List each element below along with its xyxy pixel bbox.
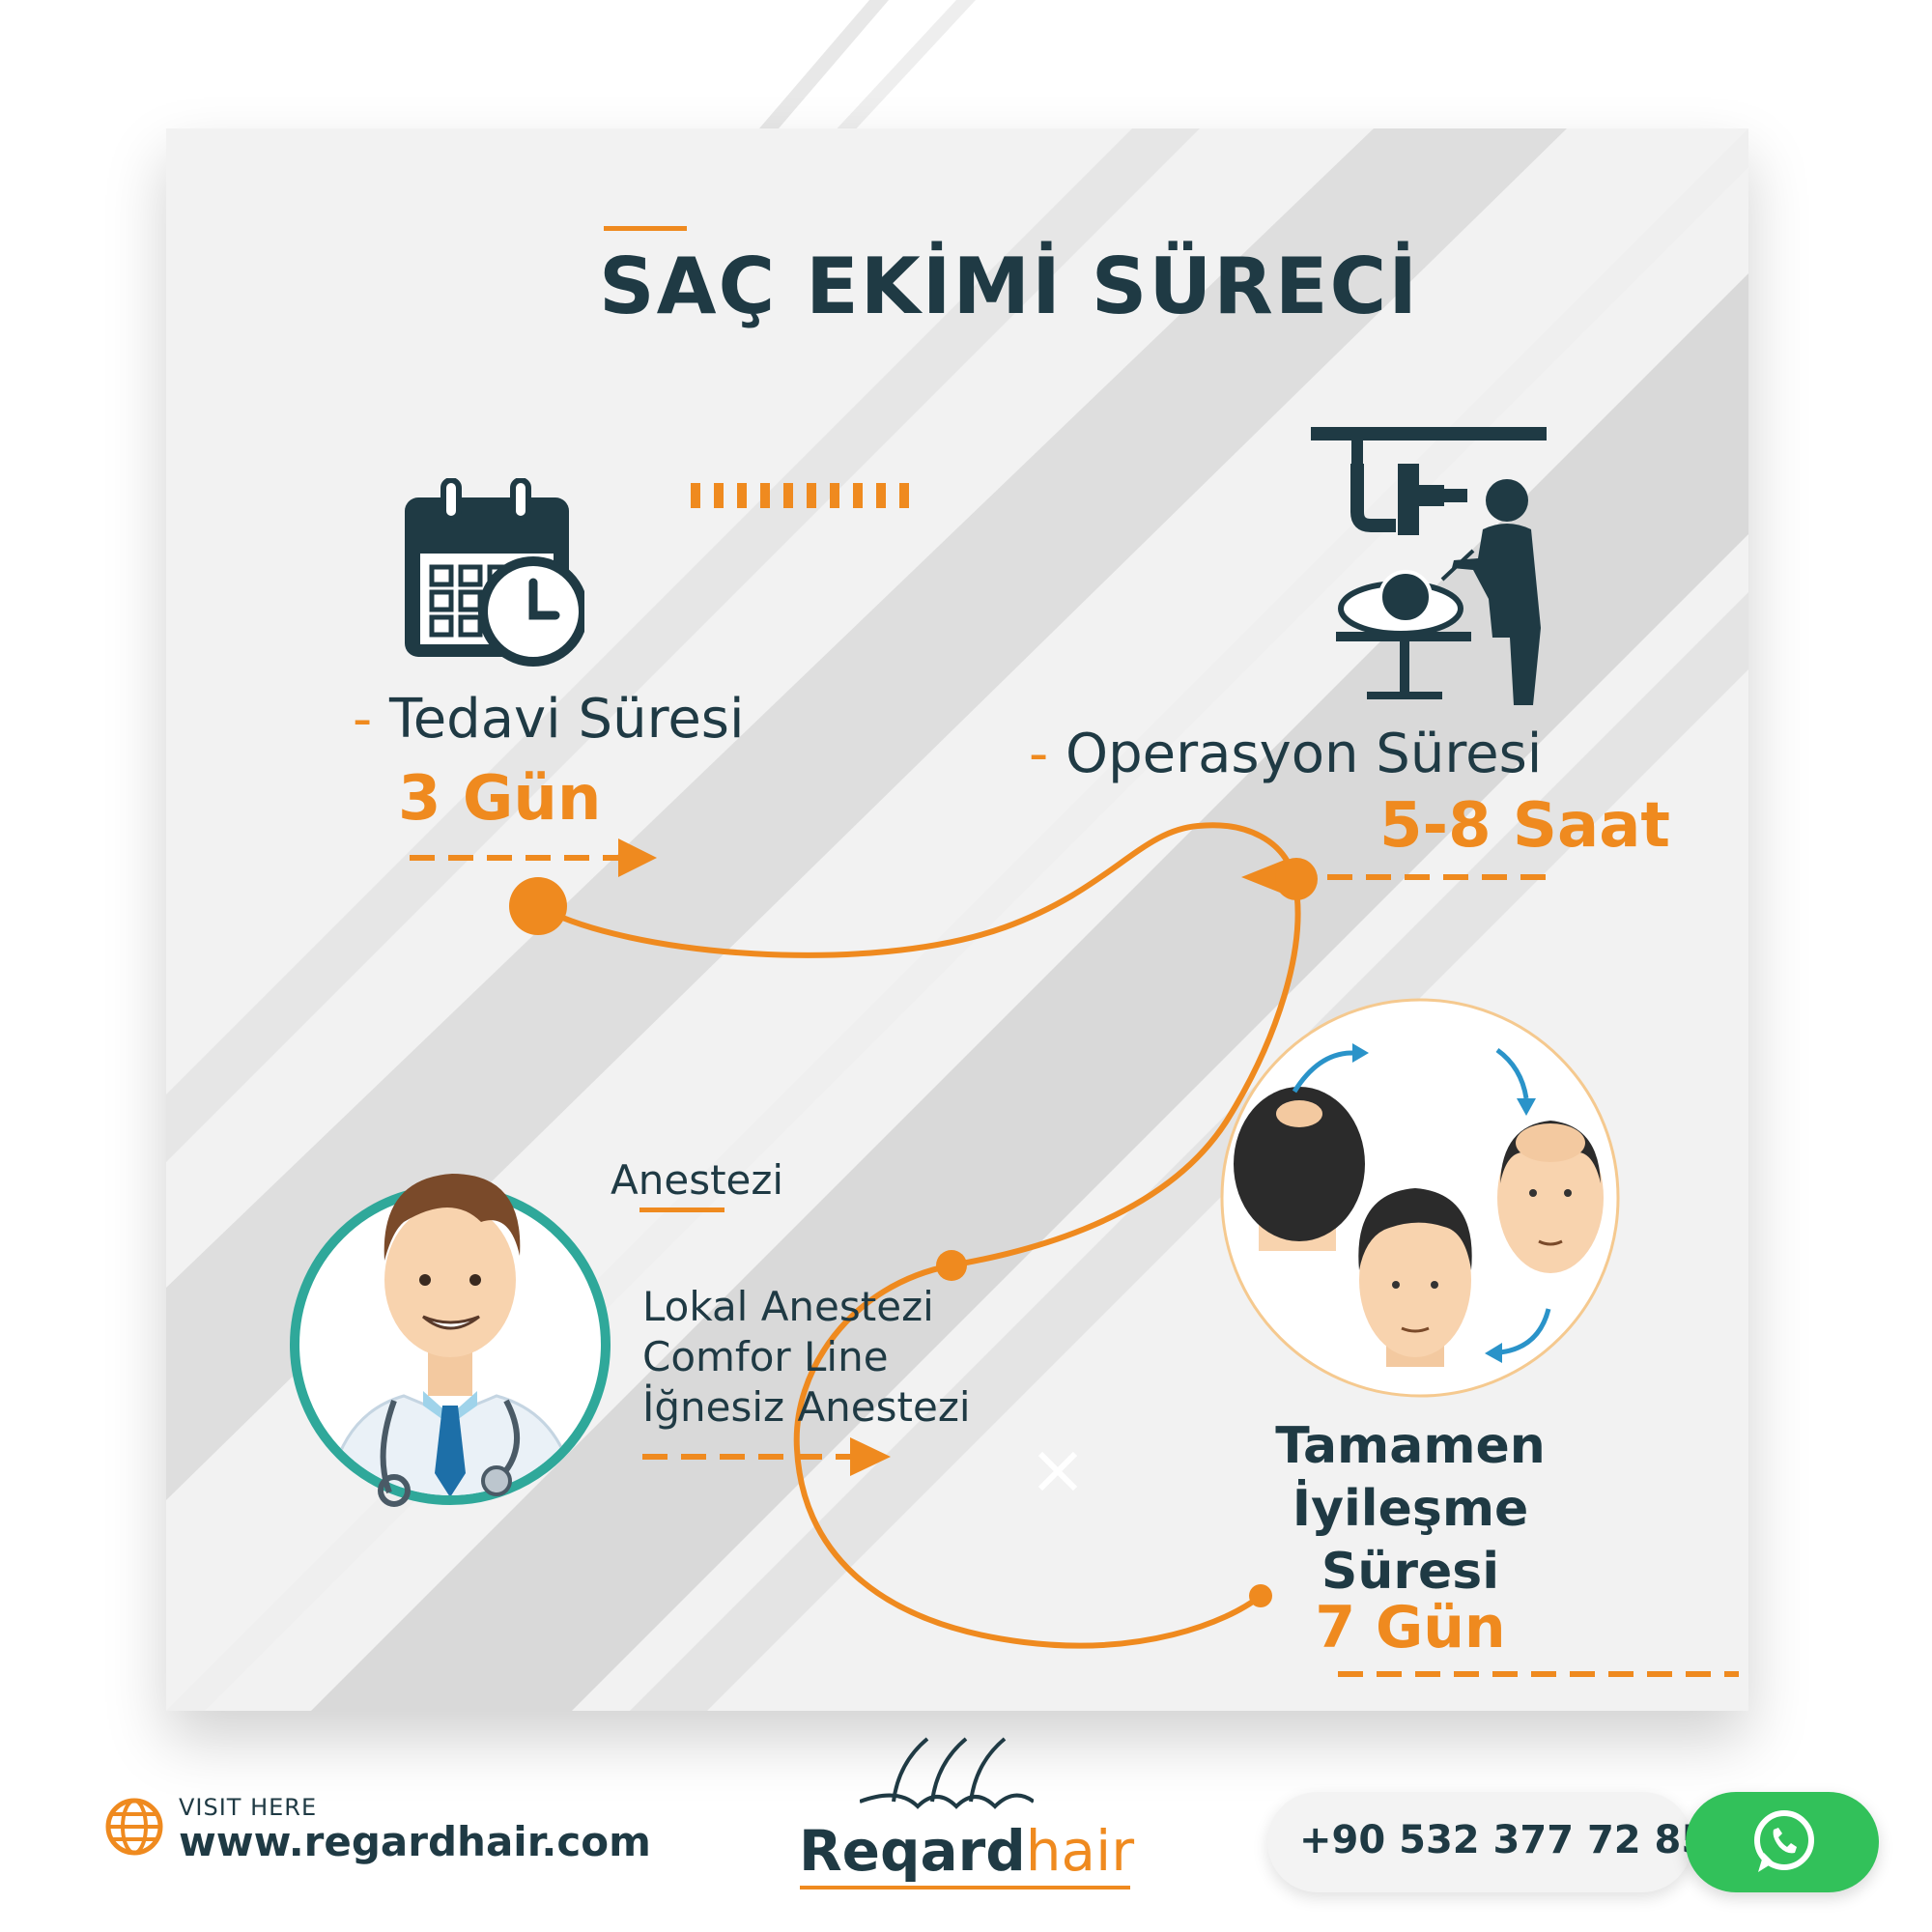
healing-label-line: İyileşme [1292,1480,1529,1538]
surgery-icon [1311,427,1547,705]
anesthesia-option: Lokal Anestezi [642,1283,934,1330]
anesthesia-option: Comfor Line [642,1333,889,1380]
brand-underline [800,1886,1130,1889]
whatsapp-button[interactable] [1686,1792,1879,1892]
title-accent-bar [604,226,687,231]
hair-follicle-logo [860,1737,1034,1809]
treatment-label: - Tedavi Süresi [353,688,745,751]
healing-value: 7 Gün [1315,1594,1506,1662]
website-link[interactable]: www.regardhair.com [179,1818,651,1865]
phone-pill[interactable] [1267,1792,1692,1892]
healing-label-line: Süresi [1321,1543,1500,1601]
operation-value: 5-8 Saat [1379,790,1670,862]
hair-transplant-illustration [1220,998,1620,1398]
anesthesia-label: Anestezi [611,1156,784,1204]
anesthesia-option: İğnesiz Anestezi [642,1383,971,1431]
calendar-clock-icon [405,478,584,667]
whatsapp-icon[interactable] [1747,1804,1822,1880]
anesthesia-underline [639,1208,724,1212]
brand-logo: Reqardhair [799,1818,1135,1884]
operation-label: - Operasyon Süresi [1029,723,1543,785]
phone-number[interactable]: +90 532 377 72 85 [1299,1818,1709,1862]
dotted-accent [691,483,909,508]
page-title: SAÇ EKİMİ SÜRECİ [599,242,1420,331]
treatment-value: 3 Gün [398,763,602,835]
healing-label-line: Tamamen [1275,1417,1546,1475]
doctor-avatar [290,1174,611,1507]
globe-icon [105,1798,163,1856]
visit-label: VISIT HERE [179,1794,318,1821]
